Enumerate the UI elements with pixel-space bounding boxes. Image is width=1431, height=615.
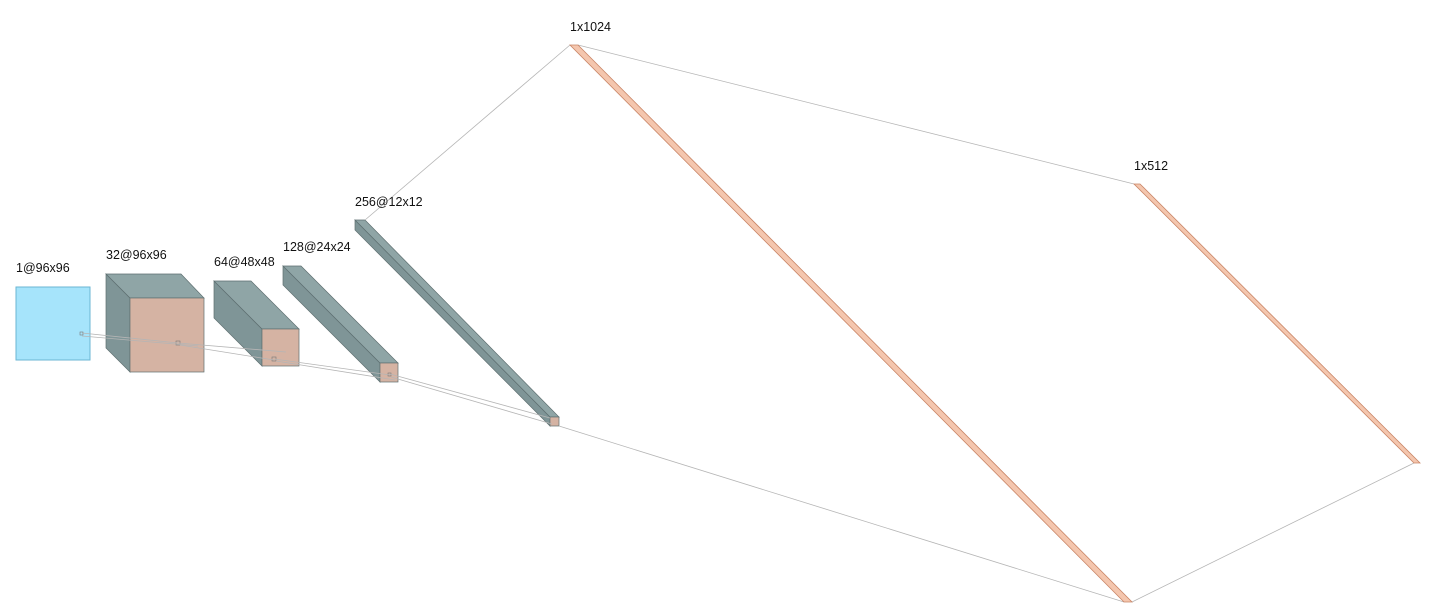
- dense1-layer: [569, 44, 1133, 603]
- conv2-block: [213, 280, 300, 367]
- layer-label-input: 1@96x96: [16, 261, 70, 275]
- conv4-front-face: [549, 416, 560, 427]
- layer-label-conv2: 64@48x48: [214, 255, 275, 269]
- conv1-stack-lines: [109, 277, 127, 295]
- connector-line: [364, 44, 571, 221]
- layer-label-conv3: 128@24x24: [283, 240, 351, 254]
- layer-label-conv4: 256@12x12: [355, 195, 423, 209]
- layer-label-dense1: 1x1024: [570, 20, 611, 34]
- connector-line: [81, 332, 179, 344]
- conv4-top-face: [354, 219, 560, 418]
- connector-line: [1131, 462, 1415, 603]
- conv1-block: [105, 273, 205, 373]
- conv1-front-face: [129, 297, 205, 373]
- dense-connector-lines: [364, 44, 1415, 603]
- dense2-layer: [1133, 183, 1421, 464]
- connector-line: [577, 44, 1135, 185]
- connector-line: [275, 360, 396, 381]
- layer-label-dense2: 1x512: [1134, 159, 1168, 173]
- conv2-front-face: [261, 328, 300, 367]
- layer-label-conv1: 32@96x96: [106, 248, 167, 262]
- conv4-block: [354, 219, 560, 427]
- input-layer: [15, 286, 91, 361]
- conv3-front-face: [379, 362, 399, 383]
- conv-connector-lines: [81, 332, 553, 425]
- connector-line: [558, 425, 1125, 603]
- connector-line: [179, 344, 275, 361]
- connector-line: [81, 335, 199, 347]
- dense1-bar: [569, 44, 1133, 603]
- connector-line: [389, 373, 551, 419]
- conv3-top-face: [282, 265, 399, 364]
- connector-line: [390, 376, 553, 425]
- layer-labels: 1@96x96 32@96x96 64@48x48 128@24x24 256@…: [16, 20, 1168, 275]
- connector-line: [177, 342, 287, 353]
- connector-line: [273, 358, 391, 376]
- dense2-bar: [1133, 183, 1421, 464]
- conv3-block: [282, 265, 399, 383]
- input-layer-face: [15, 286, 91, 361]
